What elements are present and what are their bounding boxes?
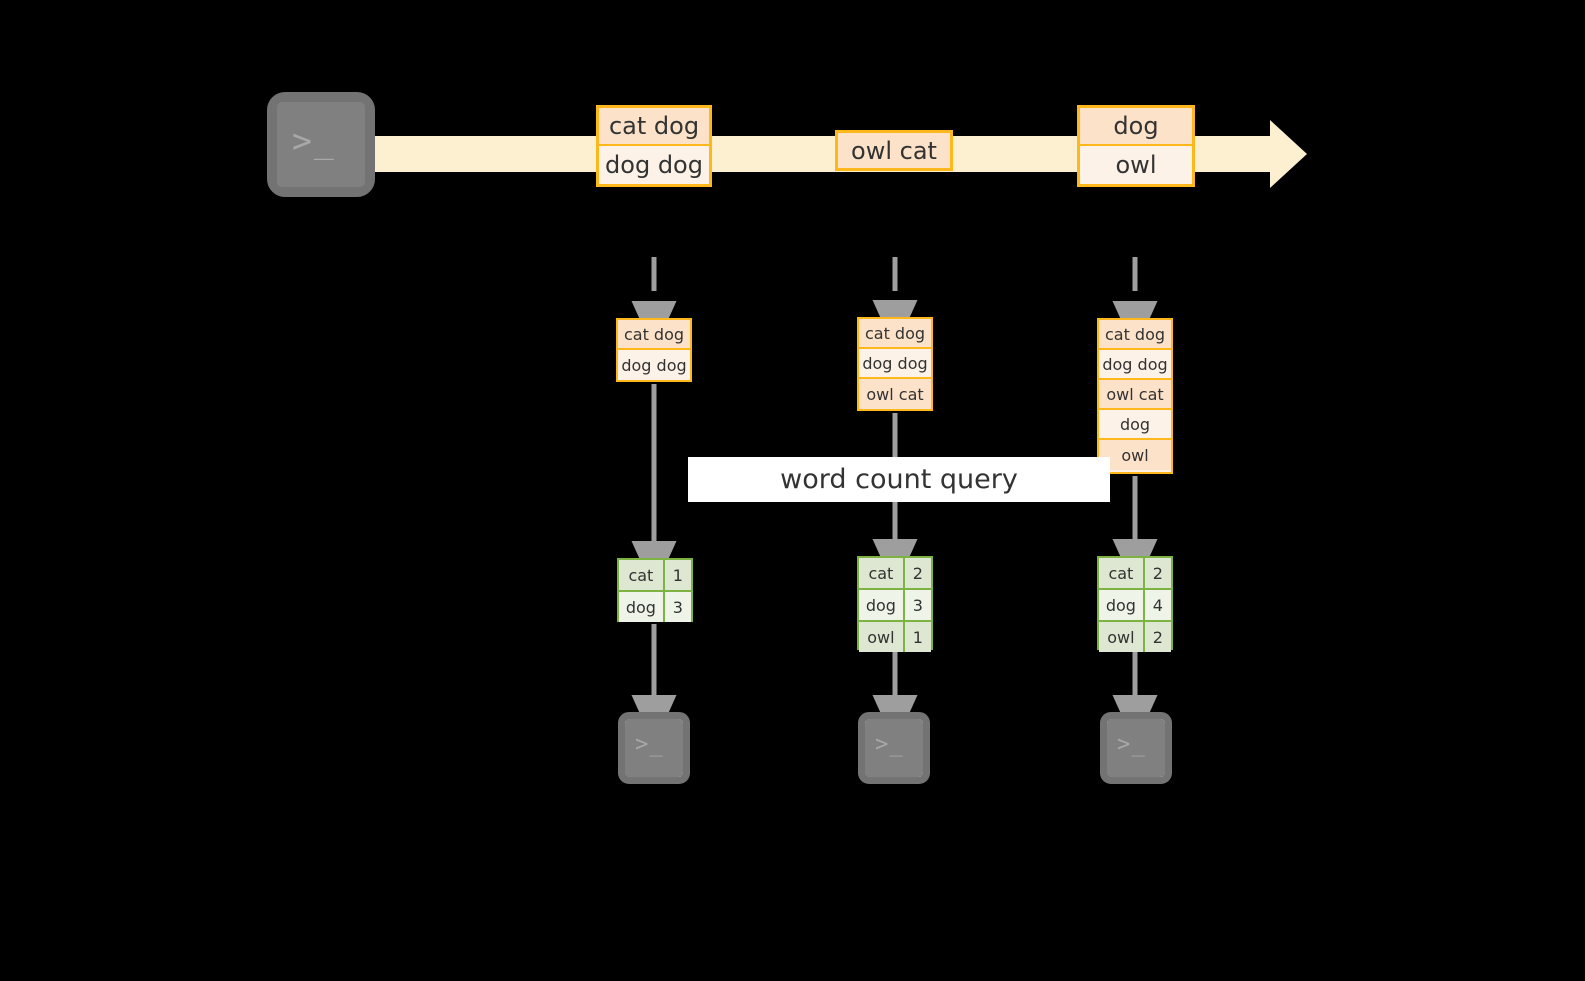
stream-event-line: dog dog xyxy=(599,146,709,184)
result-count: 3 xyxy=(664,592,691,622)
result-count: 4 xyxy=(1144,590,1171,620)
input-table-3: cat dog dog dog owl cat dog owl xyxy=(1097,318,1173,474)
result-word: dog xyxy=(859,590,905,620)
input-table-1: cat dog dog dog xyxy=(616,318,692,382)
terminal-prompt-glyph: >_ xyxy=(875,732,905,757)
input-row: owl cat xyxy=(1099,380,1171,410)
stream-event-line: cat dog xyxy=(599,108,709,146)
result-row: dog 4 xyxy=(1099,590,1171,622)
result-row: owl 2 xyxy=(1099,622,1171,652)
result-word: dog xyxy=(1099,590,1145,620)
result-count: 1 xyxy=(664,560,691,590)
result-count: 2 xyxy=(1144,622,1171,652)
result-table-2: cat 2 dog 3 owl 1 xyxy=(857,556,933,652)
stream-event-2: owl cat xyxy=(835,130,953,171)
terminal-prompt-glyph: >_ xyxy=(292,121,336,160)
result-count: 3 xyxy=(904,590,931,620)
result-row: owl 1 xyxy=(859,622,931,652)
result-row: dog 3 xyxy=(619,592,691,622)
result-word: cat xyxy=(619,560,665,590)
result-word: owl xyxy=(859,622,905,652)
input-row: cat dog xyxy=(618,320,690,350)
stream-event-line: owl xyxy=(1080,146,1192,184)
result-table-1: cat 1 dog 3 xyxy=(617,558,693,622)
terminal-prompt-glyph: >_ xyxy=(1117,732,1147,757)
sink-terminal-icon-2: >_ xyxy=(858,712,930,784)
stream-event-line: owl cat xyxy=(838,133,950,168)
stream-event-3: dog owl xyxy=(1077,105,1195,187)
source-terminal-icon: >_ xyxy=(267,92,375,197)
result-word: cat xyxy=(859,558,905,588)
input-table-2: cat dog dog dog owl cat xyxy=(857,317,933,411)
terminal-screen: >_ xyxy=(1107,719,1165,777)
input-row: dog dog xyxy=(859,349,931,379)
input-row: cat dog xyxy=(1099,320,1171,350)
input-row: owl xyxy=(1099,440,1171,470)
result-count: 2 xyxy=(904,558,931,588)
input-row: cat dog xyxy=(859,319,931,349)
terminal-screen: >_ xyxy=(865,719,923,777)
result-row: cat 2 xyxy=(1099,558,1171,590)
result-count: 2 xyxy=(1144,558,1171,588)
result-word: cat xyxy=(1099,558,1145,588)
stream-event-1: cat dog dog dog xyxy=(596,105,712,187)
result-row: cat 1 xyxy=(619,560,691,592)
terminal-prompt-glyph: >_ xyxy=(635,732,665,757)
sink-terminal-icon-1: >_ xyxy=(618,712,690,784)
result-word: dog xyxy=(619,592,665,622)
stream-event-line: dog xyxy=(1080,108,1192,146)
input-row: owl cat xyxy=(859,379,931,409)
input-row: dog dog xyxy=(1099,350,1171,380)
result-count: 1 xyxy=(904,622,931,652)
input-row: dog xyxy=(1099,410,1171,440)
result-row: cat 2 xyxy=(859,558,931,590)
terminal-screen: >_ xyxy=(625,719,683,777)
result-word: owl xyxy=(1099,622,1145,652)
input-row: dog dog xyxy=(618,350,690,380)
result-row: dog 3 xyxy=(859,590,931,622)
terminal-screen: >_ xyxy=(277,102,365,187)
result-table-3: cat 2 dog 4 owl 2 xyxy=(1097,556,1173,652)
query-label: word count query xyxy=(688,457,1110,502)
sink-terminal-icon-3: >_ xyxy=(1100,712,1172,784)
